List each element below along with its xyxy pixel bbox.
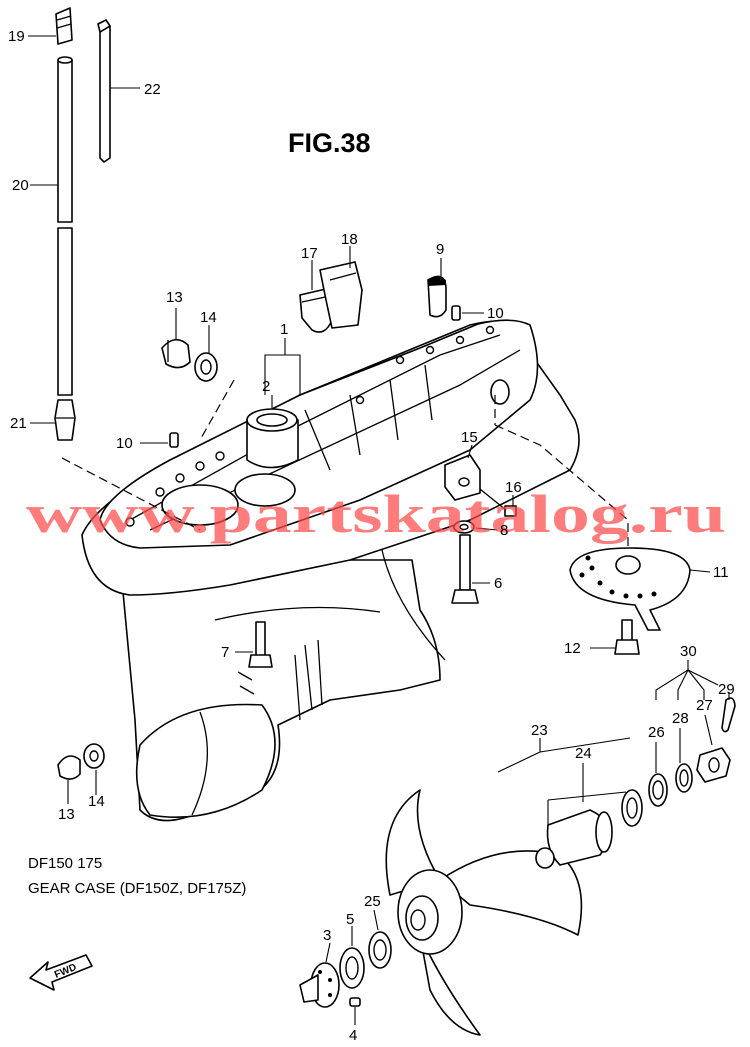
callout-20: 20 — [12, 177, 29, 194]
caption-description: GEAR CASE (DF150Z, DF175Z) — [28, 880, 246, 897]
callout-17: 17 — [301, 245, 318, 262]
callout-29: 29 — [718, 681, 735, 698]
alignment-line-washer — [199, 379, 235, 441]
watermark-text: www.partskatalog.ru — [26, 484, 726, 544]
gear-case-housing[interactable] — [81, 319, 580, 822]
callout-8: 8 — [500, 522, 508, 539]
callout-10-upper: 10 — [487, 305, 504, 322]
callout-1: 1 — [280, 321, 288, 338]
callout-19: 19 — [8, 28, 25, 45]
callout-30: 30 — [680, 643, 697, 660]
block-part-15[interactable] — [444, 454, 481, 501]
nut-part-27[interactable] — [696, 747, 731, 783]
washer-part-14-lower[interactable] — [83, 743, 105, 769]
bolt-part-7[interactable] — [248, 621, 273, 668]
pin-part-4[interactable] — [349, 997, 361, 1007]
plug-part-13-upper[interactable] — [161, 338, 191, 369]
spacer-part-25[interactable] — [368, 931, 392, 969]
anode-plate[interactable] — [569, 547, 691, 631]
callout-16: 16 — [505, 479, 522, 496]
washer-part-24-ring[interactable] — [621, 789, 643, 827]
callout-13-upper: 13 — [166, 289, 183, 306]
washer-part-5[interactable] — [339, 947, 365, 989]
callout-2: 2 — [262, 378, 270, 395]
callout-14-upper: 14 — [200, 309, 217, 326]
driveshaft-bushing[interactable] — [246, 408, 299, 469]
callout-26: 26 — [648, 724, 665, 741]
callout-18: 18 — [341, 231, 358, 248]
callout-14-lower: 14 — [88, 793, 105, 810]
callout-11: 11 — [713, 564, 729, 581]
callout-25: 25 — [364, 893, 381, 910]
washer-part-14-upper[interactable] — [194, 352, 218, 382]
cotter-pin-part-29[interactable] — [721, 697, 736, 733]
bolt-part-12[interactable] — [614, 619, 640, 655]
strap-part-22[interactable] — [97, 19, 111, 163]
fwd-arrow-icon: FWD — [29, 954, 93, 991]
coupling-part-21[interactable] — [54, 399, 76, 441]
callout-23: 23 — [531, 722, 548, 739]
callout-4: 4 — [349, 1027, 357, 1044]
callout-22: 22 — [144, 81, 161, 98]
thrust-hub-part-3[interactable] — [299, 962, 340, 1008]
callout-12: 12 — [564, 640, 581, 657]
callout-5: 5 — [346, 911, 354, 928]
callout-21: 21 — [10, 415, 27, 432]
callout-15: 15 — [461, 429, 478, 446]
cap-part-9[interactable] — [427, 275, 447, 318]
callout-3: 3 — [323, 927, 331, 944]
bolt-part-6[interactable] — [451, 534, 479, 604]
callout-28: 28 — [672, 710, 689, 727]
caption-model: DF150 175 — [28, 855, 102, 872]
plug-part-13-lower[interactable] — [57, 755, 81, 780]
alignment-line-coupling — [61, 457, 201, 531]
dowel-pin-lower[interactable] — [169, 432, 179, 448]
callout-numbers: 19 22 20 21 13 14 1 2 17 18 9 10 10 15 1… — [8, 28, 735, 1044]
callout-27: 27 — [696, 697, 713, 714]
callout-9: 9 — [436, 241, 444, 258]
washer-part-28[interactable] — [675, 763, 693, 793]
spacer-part-24[interactable] — [535, 809, 613, 869]
propeller-part-23[interactable] — [385, 789, 583, 1036]
callout-10-lower: 10 — [116, 435, 133, 452]
driveshaft-part-20[interactable] — [57, 56, 73, 396]
leader-lines — [28, 35, 730, 1025]
fwd-label: FWD — [53, 962, 78, 981]
washer-part-26[interactable] — [648, 773, 668, 807]
cap-part-19[interactable] — [55, 7, 73, 45]
figure-title: FIG.38 — [288, 128, 371, 158]
callout-7: 7 — [221, 644, 229, 661]
callout-24: 24 — [575, 745, 592, 762]
callout-13-lower: 13 — [58, 806, 75, 823]
plate-part-18[interactable] — [319, 261, 363, 329]
washer-part-8[interactable] — [453, 520, 475, 534]
callout-6: 6 — [494, 575, 502, 592]
dowel-pin-upper[interactable] — [451, 305, 461, 321]
